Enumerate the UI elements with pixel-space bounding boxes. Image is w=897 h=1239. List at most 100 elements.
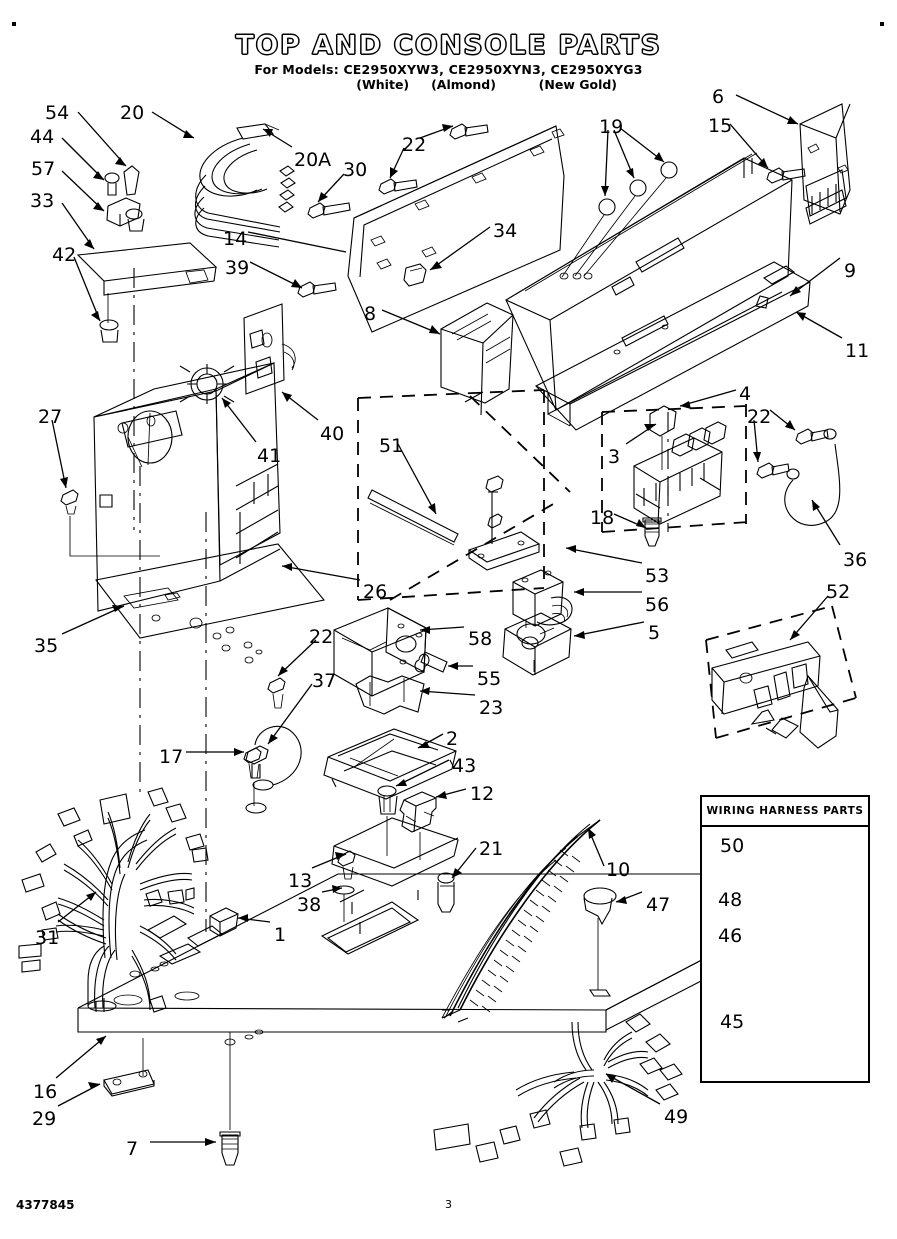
- part-58-light-bracket: [333, 607, 448, 697]
- part-21-plug: [437, 872, 455, 913]
- parts-22-37-fasteners: [243, 677, 302, 791]
- callout-number-16: 16: [33, 1081, 58, 1103]
- part-4-switch-module: [633, 421, 727, 525]
- callout-number-9: 9: [844, 260, 857, 282]
- callout-number-31: 31: [35, 927, 60, 949]
- inset-callout-number-46: 46: [718, 925, 743, 947]
- part-12-retainer: [399, 791, 437, 860]
- inset-title: WIRING HARNESS PARTS: [706, 805, 864, 817]
- part-35-mounting-plate: [95, 543, 326, 664]
- callout-number-44: 44: [30, 126, 55, 148]
- callout-number-18: 18: [590, 507, 615, 529]
- callout-number-40: 40: [320, 423, 345, 445]
- callout-number-43: 43: [452, 755, 477, 777]
- part-52-wiring-assembly: [711, 641, 839, 749]
- inset-divider: [702, 825, 868, 827]
- callout-number-29: 29: [32, 1108, 57, 1130]
- callout-number-20: 20: [120, 102, 145, 124]
- part-3-terminal-block: [649, 405, 677, 532]
- callout-number-7: 7: [126, 1138, 139, 1160]
- callout-number-22: 22: [402, 134, 427, 156]
- finish-names-line: (White) (Almond) (New Gold): [0, 77, 897, 92]
- callout-number-19: 19: [599, 116, 624, 138]
- finish-white: (White): [356, 77, 410, 92]
- callout-number-51: 51: [379, 435, 404, 457]
- callout-number-20A: 20A: [294, 149, 332, 171]
- callout-number-38: 38: [297, 894, 322, 916]
- callout-number-3: 3: [608, 446, 621, 468]
- part-34-console-bracket: [307, 123, 565, 333]
- parts-54-44-57-33-42-group: [76, 165, 218, 530]
- callout-number-10: 10: [606, 859, 631, 881]
- callout-number-15: 15: [708, 115, 733, 137]
- callout-number-12: 12: [470, 783, 495, 805]
- part-18-screw: [642, 517, 662, 547]
- callout-number-35: 35: [34, 635, 59, 657]
- callout-number-21: 21: [479, 838, 504, 860]
- callout-number-33: 33: [30, 190, 55, 212]
- callout-number-13: 13: [288, 870, 313, 892]
- callout-number-34: 34: [493, 220, 518, 242]
- dashed-region-switch: [601, 404, 749, 533]
- part-49-lower-harness: [433, 1013, 683, 1167]
- callout-number-39: 39: [225, 257, 250, 279]
- document-number: 4377845: [16, 1198, 75, 1212]
- part-43-clip: [377, 785, 398, 856]
- finish-almond: (Almond): [431, 77, 496, 92]
- part-53-pivot-assembly: [467, 475, 541, 571]
- page-number: 3: [445, 1198, 452, 1211]
- inset-callout-number-45: 45: [720, 1011, 745, 1033]
- part-6-right-end-cap: [766, 103, 851, 225]
- part-7-screw: [219, 1032, 241, 1166]
- part-8-end-cap: [440, 302, 514, 416]
- callout-number-57: 57: [31, 158, 56, 180]
- callout-number-27: 27: [38, 406, 63, 428]
- callout-number-23: 23: [479, 697, 504, 719]
- callout-number-58: 58: [468, 628, 493, 650]
- callout-number-11: 11: [845, 340, 870, 362]
- part-23-clip: [355, 675, 425, 715]
- callout-number-26: 26: [363, 581, 388, 603]
- part-2-lid: [323, 728, 457, 800]
- part-10-flex-hose: [441, 819, 601, 1023]
- part-17-screw-and-grommet: [245, 745, 269, 814]
- callout-number-36: 36: [843, 549, 868, 571]
- dashed-region-upper: [357, 389, 571, 601]
- callout-number-49: 49: [664, 1106, 689, 1128]
- callout-number-8: 8: [364, 303, 377, 325]
- part-51-rod: [367, 489, 459, 546]
- part-19-retainers: [559, 161, 678, 280]
- finish-new-gold: (New Gold): [538, 77, 618, 92]
- part-41-rotary-switch: [179, 364, 235, 404]
- registration-tick-top-left: [12, 22, 16, 26]
- part-56-latch-bracket: [512, 569, 573, 627]
- part-31-main-wire-harness: [18, 787, 209, 1013]
- callout-number-30: 30: [343, 159, 368, 181]
- callout-number-52: 52: [826, 581, 851, 603]
- callout-number-22: 22: [309, 626, 334, 648]
- part-40-switch-bracket: [243, 281, 337, 395]
- callout-number-55: 55: [477, 668, 502, 690]
- page-title: TOP AND CONSOLE PARTS: [235, 30, 662, 62]
- callout-number-5: 5: [648, 622, 661, 644]
- callout-number-53: 53: [645, 565, 670, 587]
- callout-number-14: 14: [223, 228, 248, 250]
- callout-number-41: 41: [257, 445, 282, 467]
- callout-number-4: 4: [739, 383, 752, 405]
- callout-number-56: 56: [645, 594, 670, 616]
- model-numbers-line: For Models: CE2950XYW3, CE2950XYN3, CE29…: [254, 62, 643, 77]
- part-26-console-housing: [60, 362, 281, 932]
- parts-22-36-ground-strap: [756, 428, 841, 526]
- part-9-console-panel: [505, 152, 793, 411]
- part-5-receptacle: [502, 612, 572, 676]
- callout-number-47: 47: [646, 894, 671, 916]
- callout-number-54: 54: [45, 102, 70, 124]
- callout-number-22: 22: [747, 406, 772, 428]
- callout-number-37: 37: [312, 670, 337, 692]
- callout-number-2: 2: [446, 728, 459, 750]
- callout-number-6: 6: [712, 86, 725, 108]
- inset-callout-number-50: 50: [720, 835, 745, 857]
- dashed-region-52: [705, 605, 857, 739]
